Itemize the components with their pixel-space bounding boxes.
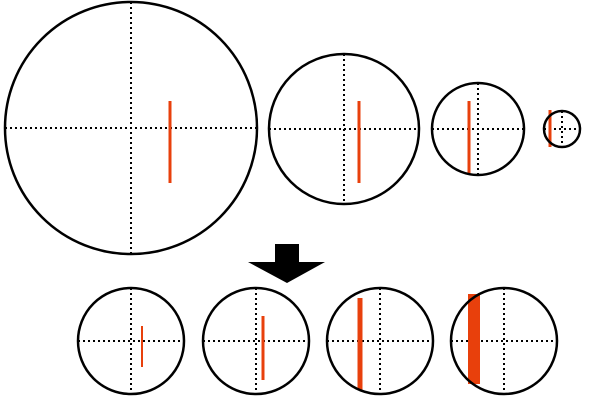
lens-outline — [325, 286, 435, 396]
marker-bar — [548, 110, 552, 147]
marker-bar — [467, 101, 471, 174]
down-arrow-icon — [248, 244, 325, 283]
lens-outline — [76, 286, 186, 396]
lens-bottom-2 — [201, 286, 311, 396]
lens-bottom-1 — [76, 286, 186, 396]
lens-outline — [201, 286, 311, 396]
lens-bottom-4 — [449, 286, 559, 396]
marker-bar — [468, 294, 480, 384]
lens-top-3 — [430, 81, 526, 177]
lens-outline — [267, 52, 421, 206]
lens-top-2 — [267, 52, 421, 206]
marker-bar — [141, 326, 143, 367]
marker-bar — [357, 101, 361, 183]
marker-bar — [168, 101, 172, 183]
lens-top-4 — [542, 109, 582, 149]
lens-outline — [449, 286, 559, 396]
marker-bar — [261, 316, 265, 380]
lens-outline — [542, 109, 582, 149]
arrow-shape — [248, 244, 325, 283]
lens-outline — [3, 0, 259, 256]
marker-bar — [357, 298, 363, 390]
lens-top-1 — [3, 0, 259, 256]
lens-bottom-3 — [325, 286, 435, 396]
lens-outline — [430, 81, 526, 177]
